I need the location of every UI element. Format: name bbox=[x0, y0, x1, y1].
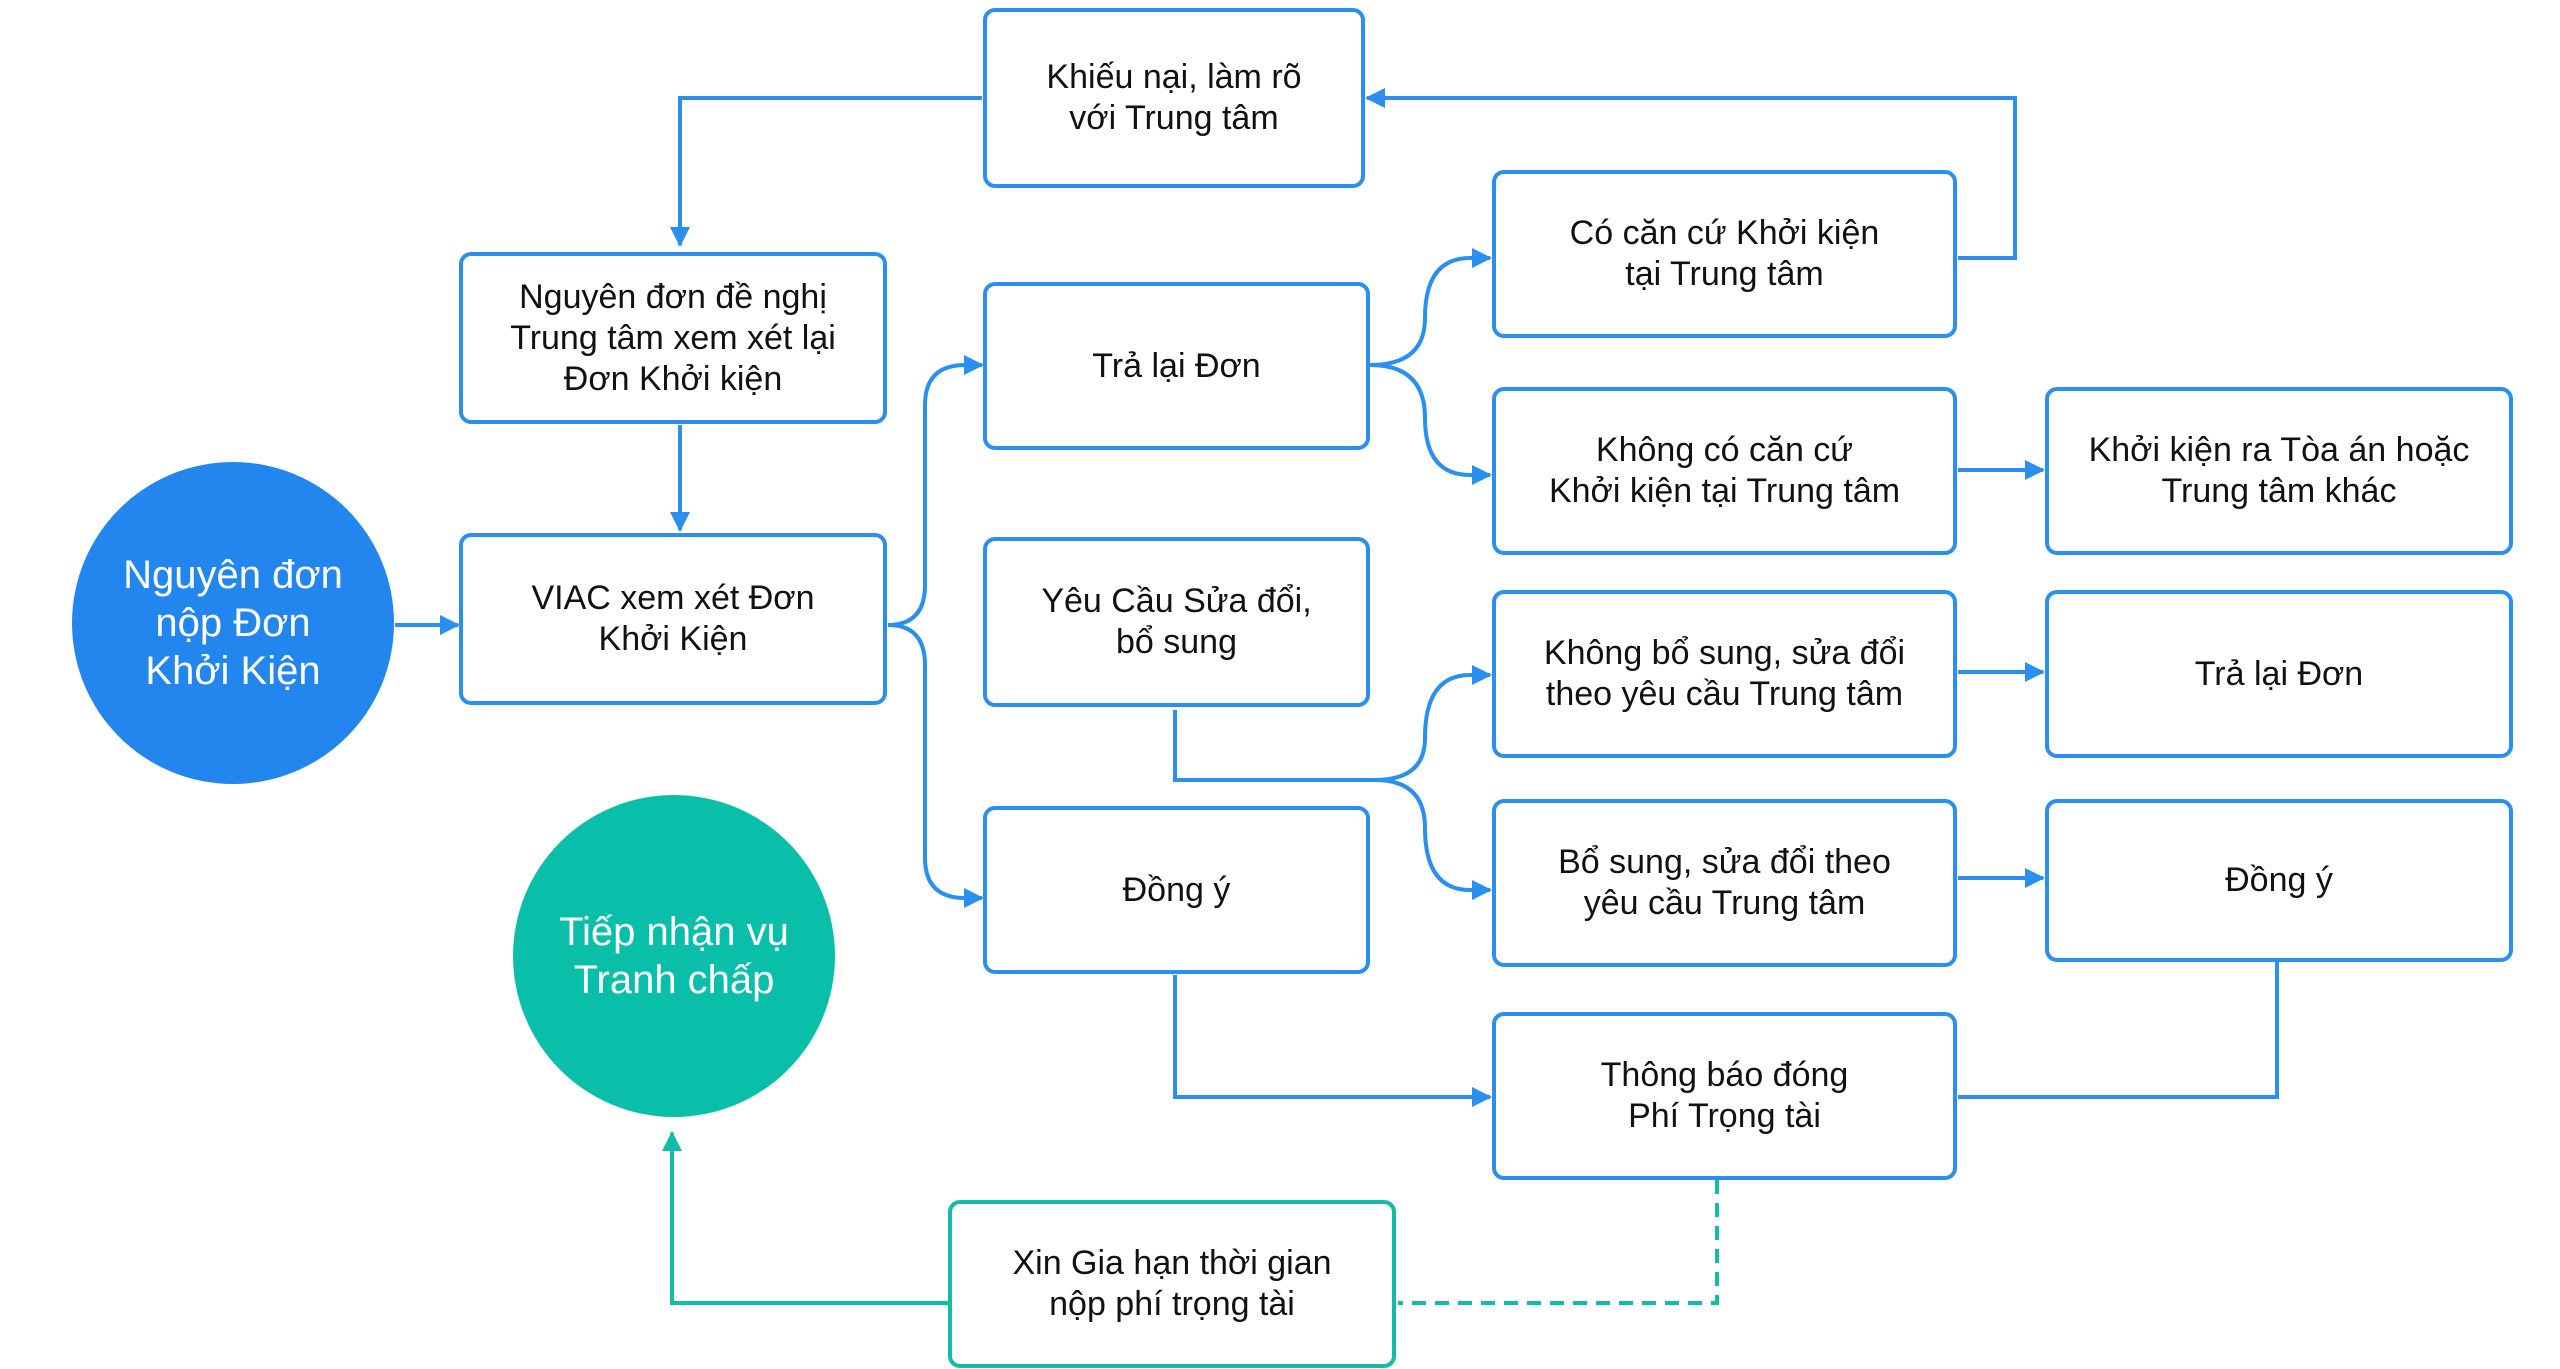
returned-application-label: Trả lại Đơn bbox=[1092, 346, 1261, 385]
connector-has-basis-to-complain bbox=[1365, 88, 2017, 260]
amendment-request-box: Yêu Cầu Sửa đổi, bổ sung bbox=[983, 537, 1370, 707]
connector-amend-to-amended bbox=[1374, 778, 1492, 900]
connector-review-to-returned bbox=[887, 355, 984, 627]
sue-elsewhere-label: Khởi kiện ra Tòa án hoặc Trung tâm khác bbox=[2088, 431, 2470, 510]
review-application-box: VIAC xem xét Đơn Khởi Kiện bbox=[459, 533, 887, 705]
fee-notice-box: Thông báo đóng Phí Trọng tài bbox=[1492, 1012, 1957, 1180]
has-basis-label: Có căn cứ Khởi kiện tại Trung tâm bbox=[1569, 214, 1880, 293]
fee-extension-box: Xin Gia hạn thời gian nộp phí trọng tài bbox=[948, 1200, 1396, 1368]
connector-returned-to-no-basis bbox=[1369, 363, 1492, 485]
amendment-request-label: Yêu Cầu Sửa đổi, bổ sung bbox=[1041, 582, 1312, 661]
no-basis-label: Không có căn cứ Khởi kiện tại Trung tâm bbox=[1548, 431, 1901, 510]
start-circle-label: Nguyên đơn nộp Đơn Khởi Kiện bbox=[123, 553, 343, 693]
review-application-label: VIAC xem xét Đơn Khởi Kiện bbox=[531, 579, 815, 658]
request-reconsideration-box: Nguyên đơn đề nghị Trung tâm xem xét lại… bbox=[459, 252, 887, 424]
agree-label: Đồng ý bbox=[1122, 870, 1231, 909]
connector-fee-to-extension bbox=[1398, 1180, 1719, 1305]
returned-application-2-box: Trả lại Đơn bbox=[2045, 590, 2513, 758]
agree-box: Đồng ý bbox=[983, 806, 1370, 974]
accept-dispute-label: Tiếp nhận vụ Tranh chấp bbox=[559, 910, 789, 1002]
connector-agree-to-fee bbox=[1173, 975, 1492, 1107]
connector-agree2-to-fee bbox=[1958, 962, 2279, 1099]
returned-application-box: Trả lại Đơn bbox=[983, 282, 1370, 450]
connector-complain-to-reconsider bbox=[670, 96, 982, 247]
agree-2-label: Đồng ý bbox=[2225, 861, 2333, 899]
amended-box: Bổ sung, sửa đổi theo yêu cầu Trung tâm bbox=[1492, 799, 1957, 967]
connector-amend-to-not-amended bbox=[1374, 665, 1492, 782]
complaint-clarification-box: Khiếu nại, làm rõ với Trung tâm bbox=[983, 8, 1365, 188]
not-amended-box: Không bổ sung, sửa đổi theo yêu cầu Trun… bbox=[1492, 590, 1957, 758]
connector-review-to-agree bbox=[887, 623, 984, 908]
fee-extension-label: Xin Gia hạn thời gian nộp phí trọng tài bbox=[1012, 1244, 1332, 1323]
complaint-clarification-label: Khiếu nại, làm rõ với Trung tâm bbox=[1046, 58, 1302, 137]
not-amended-label: Không bổ sung, sửa đổi theo yêu cầu Trun… bbox=[1543, 634, 1906, 713]
connector-returned-to-has-basis bbox=[1369, 248, 1492, 367]
returned-application-2-label: Trả lại Đơn bbox=[2194, 654, 2364, 693]
connector-extension-to-accept bbox=[662, 1131, 948, 1305]
sue-elsewhere-box: Khởi kiện ra Tòa án hoặc Trung tâm khác bbox=[2045, 387, 2513, 555]
fee-notice-label: Thông báo đóng Phí Trọng tài bbox=[1600, 1056, 1849, 1135]
amended-label: Bổ sung, sửa đổi theo yêu cầu Trung tâm bbox=[1558, 843, 1891, 922]
agree-2-box: Đồng ý bbox=[2045, 799, 2513, 962]
accept-dispute-circle: Tiếp nhận vụ Tranh chấp bbox=[513, 795, 835, 1117]
has-basis-box: Có căn cứ Khởi kiện tại Trung tâm bbox=[1492, 170, 1957, 338]
request-reconsideration-label: Nguyên đơn đề nghị Trung tâm xem xét lại… bbox=[510, 277, 836, 398]
no-basis-box: Không có căn cứ Khởi kiện tại Trung tâm bbox=[1492, 387, 1957, 555]
connector-amend-request-branch bbox=[1173, 710, 1375, 782]
start-circle: Nguyên đơn nộp Đơn Khởi Kiện bbox=[72, 462, 394, 784]
